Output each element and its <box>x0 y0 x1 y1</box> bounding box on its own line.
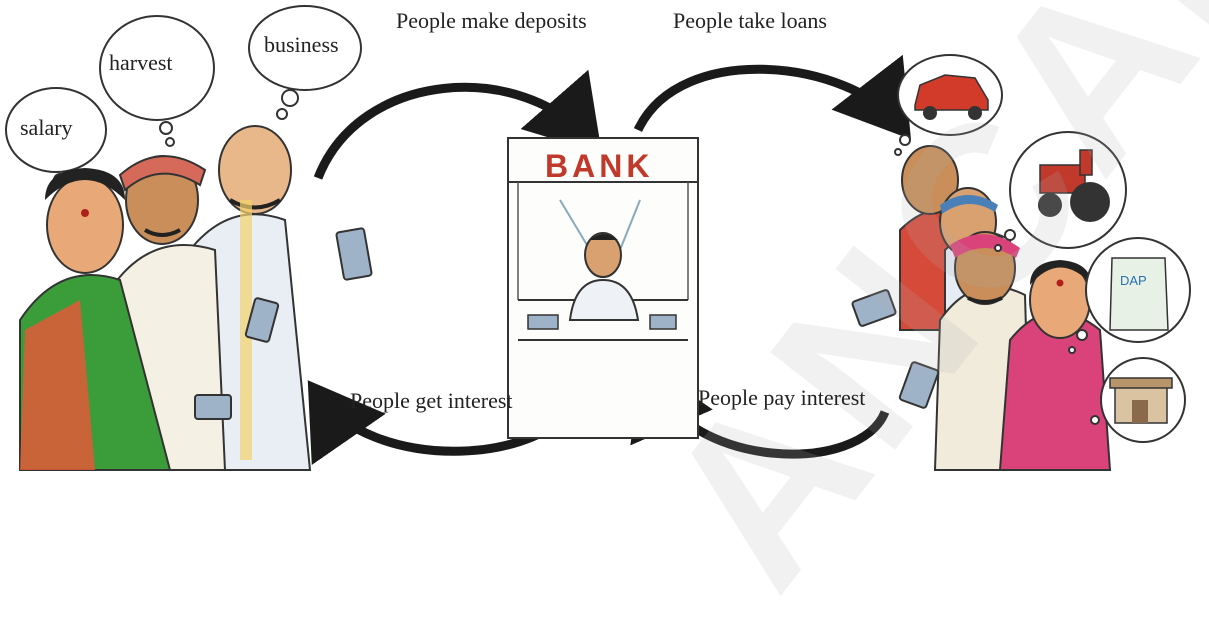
bank-flow-diagram: DAP ANCANA BANK salary harvest business … <box>5 0 1209 631</box>
salary-label: salary <box>20 115 73 140</box>
loan-arrow <box>633 54 911 140</box>
business-label: business <box>264 32 339 57</box>
thought-bubble-harvest <box>99 15 215 147</box>
deposit-label: People make deposits <box>396 8 587 33</box>
pay-interest-label: People pay interest <box>698 385 866 410</box>
fertilizer-bag-label: DAP <box>1120 273 1147 288</box>
loan-label: People take loans <box>673 8 827 33</box>
diagram-canvas: DAP <box>5 5 1191 471</box>
tractor-icon <box>994 131 1127 252</box>
fertilizer-bag-icon: DAP <box>1068 237 1191 354</box>
deposit-arrow <box>313 69 602 180</box>
bank-building <box>507 137 699 439</box>
get-interest-label: People get interest <box>350 388 513 413</box>
borrowers-group <box>851 145 1112 471</box>
depositors-group <box>19 125 373 471</box>
harvest-label: harvest <box>109 50 173 75</box>
thought-bubble-business <box>248 5 362 120</box>
car-icon <box>894 54 1003 156</box>
shop-icon <box>1090 357 1186 443</box>
bank-sign: BANK <box>545 148 654 184</box>
